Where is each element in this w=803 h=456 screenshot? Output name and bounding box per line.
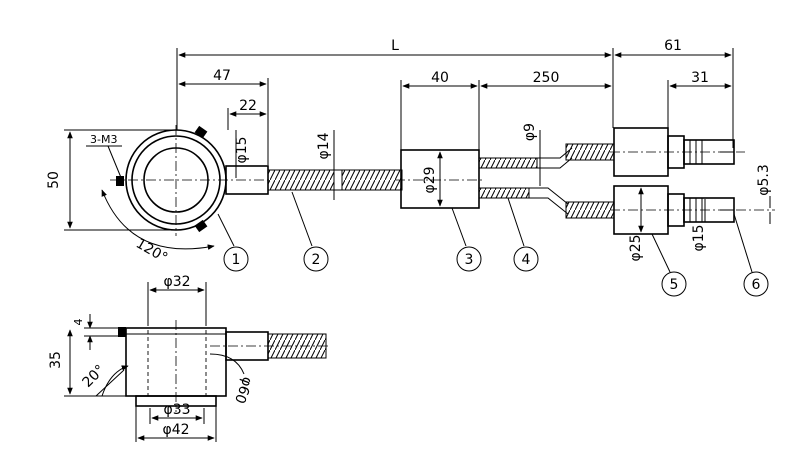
dimension-dia42: φ42 (135, 406, 217, 442)
dimension-47: 47 (178, 68, 269, 165)
dia15-top-label: φ15 (234, 136, 250, 163)
callout-6: 6 (733, 213, 769, 297)
dim-50-label: 50 (46, 171, 62, 189)
ferrule-lower (610, 185, 775, 235)
dimension-ferrule-diameters: φ25 φ15 φ5.3 (628, 164, 772, 261)
callout-3: 3 (451, 207, 482, 272)
dimension-61: 61 (614, 38, 734, 148)
angle-20-label: 20° (80, 362, 109, 391)
callout-5: 5 (651, 233, 687, 297)
dia60-label: φ60 (231, 375, 255, 406)
ferrule-upper (610, 127, 745, 177)
dimension-dia15-top: φ15 (234, 130, 250, 178)
dim-40-label: 40 (431, 70, 449, 86)
callout-2: 2 (291, 191, 329, 272)
svg-text:4: 4 (522, 252, 531, 268)
thread-spec-leader: 3-M3 (86, 133, 123, 181)
dia29-label: φ29 (422, 166, 438, 193)
callout-4: 4 (507, 197, 539, 272)
dimension-angle-20: 20° (80, 362, 129, 397)
dimension-dia32: φ32 (147, 274, 207, 326)
angle-120-label: 120° (133, 236, 170, 267)
svg-text:6: 6 (752, 277, 761, 293)
dim-31-label: 31 (691, 70, 709, 86)
dimension-4: 4 (72, 314, 120, 350)
svg-text:2: 2 (312, 252, 321, 268)
dimension-35: 35 (48, 329, 134, 397)
thread-spec-label: 3-M3 (90, 133, 117, 146)
svg-text:1: 1 (232, 252, 241, 268)
dimension-overall-length: L (176, 38, 614, 130)
dimension-250: 250 (480, 70, 612, 89)
flexible-tube-main (267, 169, 403, 191)
side-view (118, 320, 330, 412)
callout-1: 1 (217, 213, 249, 272)
branch-tubes: φ9 (478, 123, 615, 219)
dimension-dia33: φ33 (149, 402, 205, 424)
dia33-label: φ33 (163, 402, 190, 418)
dia9-label: φ9 (522, 123, 538, 141)
dia42-label: φ42 (162, 422, 189, 438)
dimension-31: 31 (667, 70, 732, 135)
dimension-40: 40 (400, 70, 480, 150)
dimension-22: 22 (227, 98, 267, 130)
svg-text:5: 5 (670, 277, 679, 293)
dim-22-label: 22 (239, 98, 257, 114)
dim-35-label: 35 (48, 351, 64, 369)
dim-61-label: 61 (664, 38, 682, 54)
dia5-3-label: φ5.3 (756, 164, 772, 196)
splitter-block: φ29 (395, 149, 485, 209)
dim-47-label: 47 (213, 68, 231, 84)
dia25-label: φ25 (628, 234, 644, 261)
dia14-label: φ14 (316, 132, 332, 159)
dim-250-label: 250 (533, 70, 560, 86)
svg-text:3: 3 (465, 252, 474, 268)
dim-4-label: 4 (72, 319, 85, 326)
dim-L-label: L (391, 38, 399, 54)
dia32-label: φ32 (163, 274, 190, 290)
dia15-right-label: φ15 (691, 224, 707, 251)
